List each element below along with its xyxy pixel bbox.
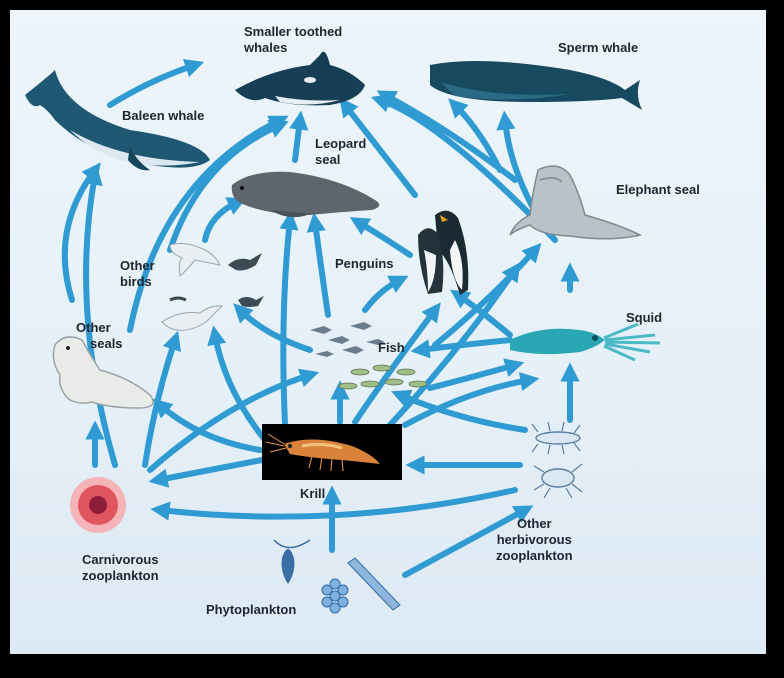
krill-photo <box>262 424 402 480</box>
elephant-seal-image <box>509 165 643 240</box>
label-toothed-line2: whales <box>244 40 288 55</box>
arrow-fish-to-penguins <box>362 275 409 313</box>
label-squid: Squid <box>626 310 663 325</box>
arrow-krill-to-birds <box>207 325 268 443</box>
arrow-left-arc-to-toothed <box>127 115 289 333</box>
label-carn-line1: Carnivorous <box>82 552 159 567</box>
fish-image <box>310 322 428 390</box>
arrow-elephant-to-sperm-curve <box>448 98 503 173</box>
arrow-squid-to-fish <box>410 337 513 359</box>
arrow-fish-to-squid <box>427 358 525 391</box>
arrow-penguin-to-toothed <box>339 97 418 198</box>
label-phytoplankton: Phytoplankton <box>206 602 297 617</box>
label-birds-line2: birds <box>120 274 152 289</box>
label-sperm-whale: Sperm whale <box>558 40 639 55</box>
label-other-birds: Other birds <box>120 258 155 290</box>
label-toothed-line1: Smaller toothed <box>244 24 343 39</box>
arrow-otherbirds-to-leopard <box>202 197 247 243</box>
carnivorous-zooplankton-image <box>70 477 126 533</box>
arrow-otherbirds-to-toothed <box>167 120 289 253</box>
other-birds-image <box>161 242 264 331</box>
label-carnivorous-zooplankton: Carnivorous zooplankton <box>82 552 159 584</box>
label-leopard-seal: Leopard seal <box>315 136 366 168</box>
arrow-krill-to-penguins <box>352 302 441 425</box>
label-fish: Fish <box>378 340 405 355</box>
toothed-whale-image <box>235 51 365 106</box>
label-other-seals: Other seals <box>76 320 123 352</box>
label-birds-line1: Other <box>120 258 155 273</box>
label-herb-line3: zooplankton <box>496 548 573 563</box>
label-elephant-seal: Elephant seal <box>616 182 700 197</box>
label-krill: Krill <box>300 486 326 501</box>
arrow-phyto-to-herb <box>402 505 534 578</box>
label-baleen-whale: Baleen whale <box>122 108 205 123</box>
arrow-krill-to-carn <box>148 457 265 488</box>
feeding-arrows <box>61 58 580 578</box>
label-penguins: Penguins <box>335 256 394 271</box>
phytoplankton-image <box>273 539 401 614</box>
label-herb-line1: Other <box>516 516 552 531</box>
baleen-whale-image <box>25 70 210 171</box>
arrow-penguin-to-leopard <box>349 217 413 258</box>
label-carn-line2: zooplankton <box>82 568 159 583</box>
label-seals-line1: Other <box>76 320 111 335</box>
krill-image <box>265 433 380 472</box>
food-web-graphic <box>25 51 661 614</box>
arrow-krill-to-squid <box>402 372 540 428</box>
squid-image <box>510 322 661 362</box>
arrow-leopard-to-toothed <box>289 110 309 163</box>
penguins-image <box>418 210 469 295</box>
food-web-diagram: Smaller toothed whales Sperm whale Balee… <box>10 10 766 654</box>
arrow-fish-to-birds <box>233 303 313 353</box>
other-seals-image <box>52 336 154 409</box>
label-seals-line2: seals <box>90 336 123 351</box>
arrow-herb-to-carn <box>150 487 518 521</box>
label-smaller-toothed-whales: Smaller toothed whales <box>244 24 342 56</box>
arrow-herb-to-fish <box>391 389 528 433</box>
arrow-baleen-to-toothed <box>107 58 205 108</box>
arrow-squid-to-toothed <box>370 93 558 243</box>
label-leopard-line1: Leopard <box>315 136 367 151</box>
label-herb-line2: herbivorous <box>496 532 572 547</box>
arrow-fish-to-leopard <box>306 212 331 318</box>
arrow-carn-to-fish <box>147 368 320 473</box>
sperm-whale-image <box>430 61 642 110</box>
herbivorous-zooplankton-image <box>531 421 583 499</box>
label-other-herbivorous-zooplankton: Other herbivorous zooplankton <box>496 516 573 564</box>
arrow-fish-to-elephant <box>432 242 542 348</box>
arrow-krill-to-leopard <box>279 210 299 428</box>
arrow-krill-to-otherseals <box>152 398 263 453</box>
label-leopard-line2: seal <box>315 152 341 167</box>
leopard-seal-image <box>231 171 380 218</box>
